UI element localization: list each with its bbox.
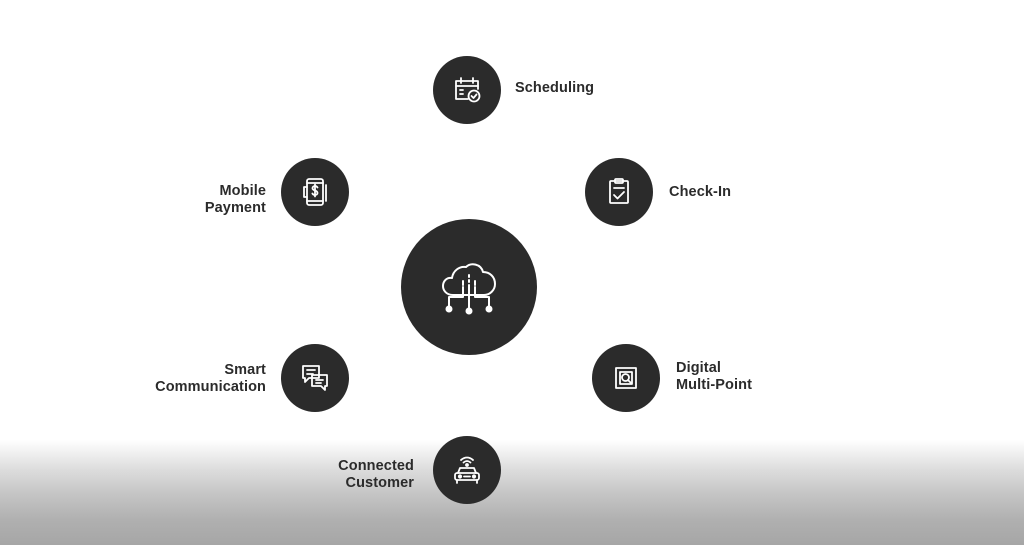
connected-customer-label: Connected Customer [338, 458, 414, 491]
inspection-search-icon [615, 367, 637, 389]
check-in-node [585, 158, 653, 226]
mobile-payment-icon [303, 178, 327, 206]
connected-customer-node [433, 436, 501, 504]
scheduling-label: Scheduling [515, 80, 595, 96]
digital-multi-point-label: Digital Multi-Point [676, 360, 752, 393]
mobile-payment-node [281, 158, 349, 226]
check-in-label: Check-In [669, 184, 732, 200]
mobile-payment-label: Mobile Payment [204, 183, 266, 216]
scheduling-node [433, 56, 501, 124]
smart-communication-node [281, 344, 349, 412]
hub-node [401, 219, 537, 355]
calendar-check-icon [455, 77, 481, 103]
connected-car-icon [454, 456, 480, 484]
chat-bubbles-icon [302, 365, 328, 391]
cloud-network-icon [442, 263, 496, 315]
clipboard-check-icon [609, 178, 629, 204]
digital-multi-point-node [592, 344, 660, 412]
smart-communication-label: Smart Communication [155, 362, 266, 395]
